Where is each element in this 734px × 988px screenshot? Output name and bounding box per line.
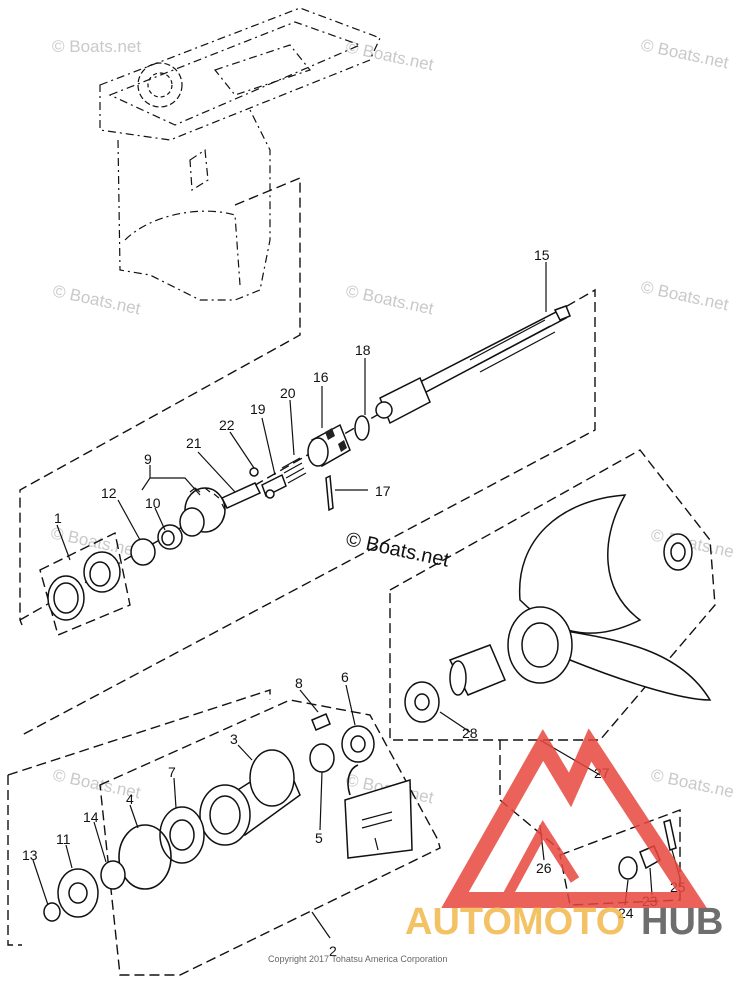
callout-2: 2 — [329, 943, 337, 959]
callout-19: 19 — [250, 401, 266, 417]
callout-7: 7 — [168, 764, 176, 780]
callout-10: 10 — [145, 495, 161, 511]
callout-11: 11 — [56, 831, 71, 847]
callout-5: 5 — [315, 830, 323, 846]
gear-case-housing — [99, 7, 381, 301]
callout-3: 3 — [230, 731, 238, 747]
watermark: © Boats.net — [639, 277, 730, 314]
callout-20: 20 — [280, 385, 296, 401]
callout-4: 4 — [126, 791, 134, 807]
copyright-text: Copyright 2017 Tohatsu America Corporati… — [268, 954, 447, 964]
propeller-group — [404, 494, 712, 723]
callout-1: 1 — [54, 510, 62, 526]
callout-15: 15 — [534, 247, 550, 263]
logo-text-hub: HUB — [641, 901, 723, 943]
watermark: © Boats.net — [344, 281, 435, 318]
propeller-shaft — [375, 305, 571, 425]
callout-21: 21 — [186, 435, 202, 451]
callout-24: 24 — [618, 905, 634, 921]
callout-17: 17 — [375, 483, 391, 499]
watermark: © Boats.net — [51, 281, 142, 318]
callout-28: 28 — [462, 725, 478, 741]
forward-gear-group — [47, 487, 226, 621]
watermark: © Boats.net — [649, 765, 734, 802]
callout-16: 16 — [313, 369, 329, 385]
watermark: © Boats.net — [639, 35, 730, 72]
callout-13: 13 — [22, 847, 38, 863]
assembly-outlines — [7, 176, 716, 976]
clutch-assembly — [220, 415, 370, 512]
callout-6: 6 — [341, 669, 349, 685]
callout-26: 26 — [536, 860, 552, 876]
callout-8: 8 — [295, 675, 303, 691]
callout-18: 18 — [355, 342, 371, 358]
callouts: 1 2 3 4 5 6 7 8 9 10 11 12 13 14 15 16 1… — [22, 247, 686, 959]
callout-22: 22 — [219, 417, 235, 433]
automotohub-logo: AUTOMOTO HUB — [405, 728, 723, 943]
logo-text-automoto: AUTOMOTO — [405, 901, 625, 943]
bearing-housing-group — [43, 713, 413, 922]
callout-14: 14 — [83, 809, 99, 825]
watermark: © Boats.net — [344, 37, 435, 74]
callout-12: 12 — [101, 485, 117, 501]
logo-triangle — [441, 728, 707, 908]
leader-lines — [32, 262, 681, 939]
callout-9: 9 — [144, 451, 152, 467]
watermark: © Boats.net — [52, 37, 141, 56]
